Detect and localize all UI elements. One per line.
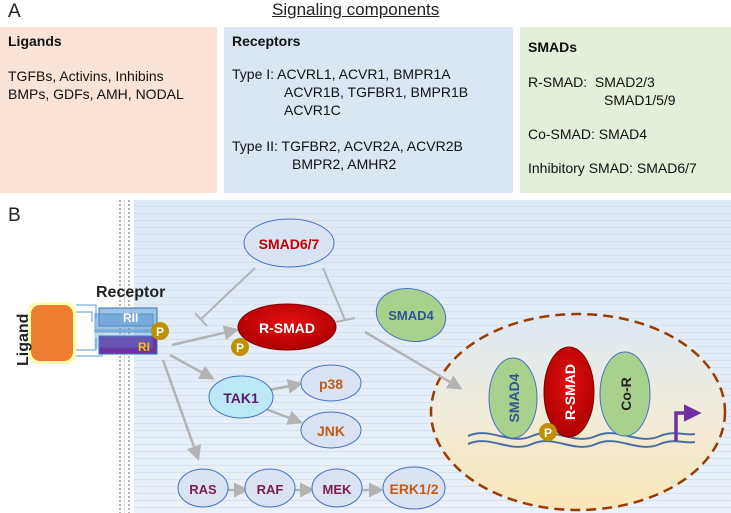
ri-label: RI <box>138 340 150 354</box>
mek-node <box>311 468 363 508</box>
ras-node <box>177 468 229 508</box>
type2-line-1: Type II: TGFBR2, ACVR2A, ACVR2B <box>232 138 463 154</box>
phospho-receptor-label: P <box>156 325 164 339</box>
receptors-box: Receptors Type I: ACVRL1, ACVR1, BMPR1A … <box>224 27 513 193</box>
smad4-node <box>375 288 447 342</box>
phospho-nuclear-label: P <box>544 426 552 440</box>
ligands-line-2: BMPs, GDFs, AMH, NODAL <box>8 86 184 102</box>
pathway-arrows <box>161 325 463 498</box>
erk-node <box>382 466 446 510</box>
phospho-nuclear-icon <box>539 423 557 441</box>
ligand-label: Ligand <box>15 314 32 366</box>
p38-label: p38 <box>319 376 343 392</box>
p38-node <box>300 364 362 402</box>
type1-line-2: ACVR1B, TGFBR1, BMPR1B <box>284 84 469 100</box>
type1-line-1: Type I: ACVRL1, ACVR1, BMPR1A <box>232 66 451 82</box>
panel-a-letter: A <box>8 1 21 22</box>
rii-label: RII <box>123 311 138 325</box>
nuclear-smad4-label: SMAD4 <box>506 373 522 422</box>
nuclear-rsmad-label: R-SMAD <box>562 364 578 420</box>
smad4-label: SMAD4 <box>388 308 434 323</box>
nuclear-cor-node <box>599 351 651 437</box>
cosmad-line: Co-SMAD: SMAD4 <box>528 126 648 142</box>
phospho-rsmad-icon <box>231 338 249 356</box>
mek-label: MEK <box>323 482 353 497</box>
erk-label: ERK1/2 <box>389 481 438 497</box>
smads-heading: SMADs <box>528 39 578 55</box>
ligand-icon <box>28 302 103 364</box>
ras-label: RAS <box>189 482 217 497</box>
transcription-start-arrow-icon <box>674 404 702 441</box>
cell-membrane <box>116 200 134 513</box>
type1-line-3: ACVR1C <box>284 102 341 118</box>
tak1-node <box>208 375 274 419</box>
jnk-label: JNK <box>317 423 345 439</box>
receptors-heading: Receptors <box>232 33 301 49</box>
nuclear-rsmad-node <box>543 346 595 438</box>
nuclear-smad4-node <box>488 357 538 439</box>
tak1-label: TAK1 <box>223 390 259 406</box>
receptor-label: Receptor <box>96 284 165 301</box>
rsmad-label: R-SMAD <box>259 320 315 336</box>
ligands-heading: Ligands <box>8 33 62 49</box>
smad67-node <box>243 218 335 268</box>
phospho-receptor-icon <box>151 322 169 340</box>
rsmad-node <box>237 303 337 351</box>
raf-label: RAF <box>257 482 284 497</box>
ligands-line-1: TGFBs, Activins, Inhibins <box>8 68 164 84</box>
inhibition-lines <box>194 267 356 327</box>
inhibitory-smad-line: Inhibitory SMAD: SMAD6/7 <box>528 160 697 176</box>
receptor-complex <box>94 307 158 355</box>
smad67-label: SMAD6/7 <box>259 236 320 252</box>
jnk-node <box>300 411 362 449</box>
rsmad-line-1: R-SMAD: SMAD2/3 <box>528 74 655 90</box>
panel-b-letter: B <box>8 205 21 226</box>
type2-line-2: BMPR2, AMHR2 <box>292 156 397 172</box>
phospho-rsmad-label: P <box>236 341 244 355</box>
smads-box: SMADs R-SMAD: SMAD2/3 SMAD1/5/9 Co-SMAD:… <box>520 27 731 193</box>
ligands-box: Ligands TGFBs, Activins, Inhibins BMPs, … <box>0 27 217 193</box>
raf-node <box>244 468 296 508</box>
panel-a-title: Signaling components <box>272 0 440 19</box>
rsmad-line-2: SMAD1/5/9 <box>604 92 676 108</box>
nuclear-cor-label: Co-R <box>618 377 634 410</box>
